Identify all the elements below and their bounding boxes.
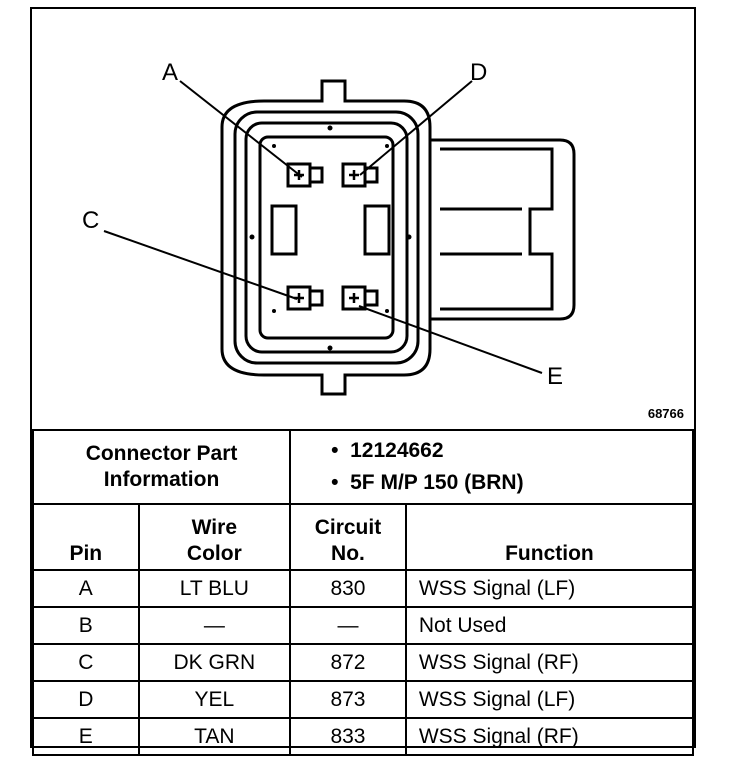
circuit-cell: 833 xyxy=(289,717,407,756)
circuit-cell: — xyxy=(289,606,407,645)
connector-info-label-line1: Connector Part xyxy=(85,442,238,465)
callout-a: A xyxy=(162,59,179,86)
connector-info-values: • 12124662 • 5F M/P 150 (BRN) xyxy=(289,429,694,505)
header-circuit-line2: No. xyxy=(331,542,365,565)
connector-face-drawing xyxy=(103,79,576,396)
table-row: E TAN 833 WSS Signal (RF) xyxy=(32,717,695,756)
table-header-row: Pin Wire Color Circuit No. Function xyxy=(32,503,695,571)
circuit-cell: 830 xyxy=(289,569,407,608)
callout-e: E xyxy=(547,363,564,390)
table-row: D YEL 873 WSS Signal (LF) xyxy=(32,680,695,719)
callout-d: D xyxy=(470,59,488,86)
wire-color-cell: DK GRN xyxy=(137,643,292,682)
connector-diagram: A D C E 68766 xyxy=(32,9,694,429)
terminal-d xyxy=(341,162,379,188)
pin-cell: B xyxy=(32,606,140,645)
wire-color-cell: YEL xyxy=(137,680,292,719)
leader-a xyxy=(179,80,303,178)
header-wire-color-line2: Color xyxy=(186,542,242,565)
latch xyxy=(430,138,576,321)
leader-e xyxy=(358,305,543,374)
table-row: A LT BLU 830 WSS Signal (LF) xyxy=(32,569,695,608)
header-function: Function xyxy=(404,503,695,571)
connector-info-row: Connector Part Information • 12124662 • … xyxy=(31,429,694,505)
function-cell: WSS Signal (RF) xyxy=(404,717,695,756)
wire-color-cell: — xyxy=(137,606,292,645)
terminal-face xyxy=(258,135,395,340)
pin-cell: E xyxy=(32,717,140,756)
cavity-right xyxy=(363,204,391,256)
function-cell: WSS Signal (LF) xyxy=(404,569,695,608)
wire-color-cell: TAN xyxy=(137,717,292,756)
callout-c: C xyxy=(82,207,100,234)
header-wire-color-line1: Wire xyxy=(191,516,237,539)
pin-cell: C xyxy=(32,643,140,682)
cavity-left xyxy=(270,204,298,256)
table-row: B — — Not Used xyxy=(32,606,695,645)
header-pin: Pin xyxy=(32,503,140,571)
circuit-cell: 872 xyxy=(289,643,407,682)
pin-cell: D xyxy=(32,680,140,719)
connector-pin-table: Connector Part Information • 12124662 • … xyxy=(31,429,695,756)
leader-d xyxy=(359,80,473,176)
connector-figure-frame: A D C E 68766 Connector Part Information… xyxy=(30,7,696,756)
connector-info-label: Connector Part Information xyxy=(31,429,292,505)
housing-outer xyxy=(220,79,432,396)
table-row: C DK GRN 872 WSS Signal (RF) xyxy=(32,643,695,682)
function-cell: WSS Signal (LF) xyxy=(404,680,695,719)
figure-number: 68766 xyxy=(647,406,684,421)
leader-c xyxy=(103,230,298,300)
wire-color-cell: LT BLU xyxy=(137,569,292,608)
housing-inner-2 xyxy=(244,121,409,354)
header-circuit-line1: Circuit xyxy=(314,516,382,539)
connector-part-number: • 12124662 xyxy=(331,439,444,462)
terminal-a xyxy=(286,162,324,188)
connector-info-label-line2: Information xyxy=(103,468,220,491)
terminal-e xyxy=(341,285,379,311)
housing-inner-1 xyxy=(233,110,420,365)
header-wire-color: Wire Color xyxy=(137,503,292,571)
pin-cell: A xyxy=(32,569,140,608)
function-cell: WSS Signal (RF) xyxy=(404,643,695,682)
connector-description: • 5F M/P 150 (BRN) xyxy=(331,471,524,494)
circuit-cell: 873 xyxy=(289,680,407,719)
function-cell: Not Used xyxy=(404,606,695,645)
header-circuit-no: Circuit No. xyxy=(289,503,407,571)
